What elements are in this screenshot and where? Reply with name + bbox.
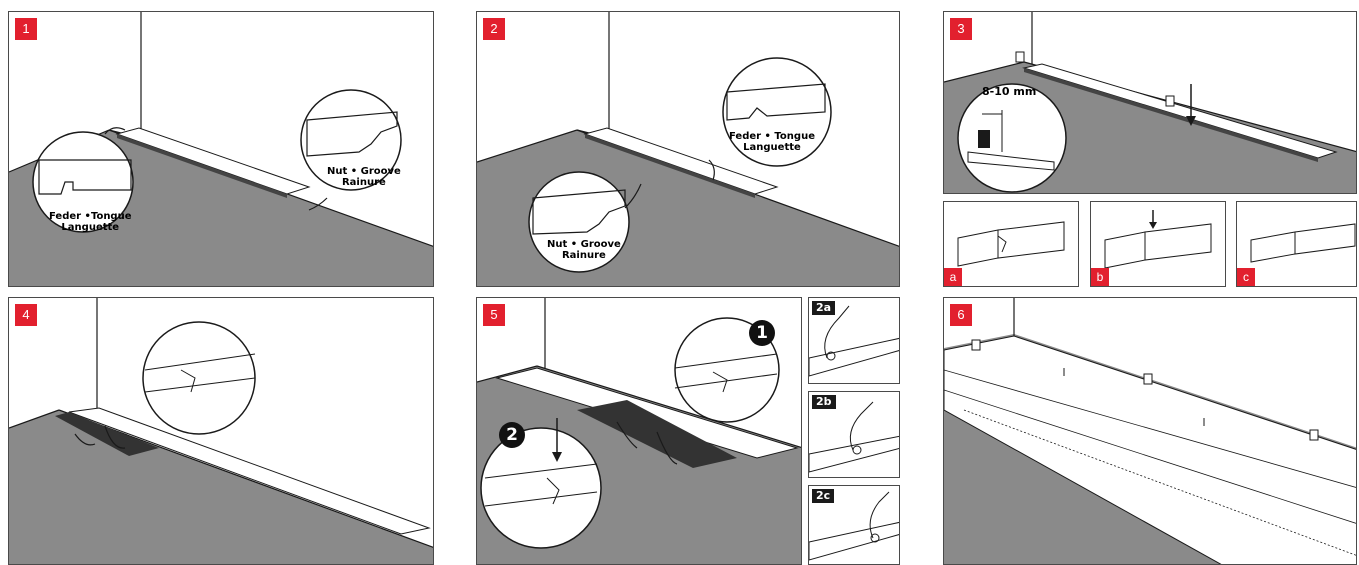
step-3-gap-label: 8-10 mm <box>982 85 1037 98</box>
step-1-groove-label: Nut • Groove Rainure <box>327 166 401 188</box>
step-3c-panel: c <box>1236 201 1357 287</box>
step-3b-panel: b <box>1090 201 1226 287</box>
step-3c-badge: c <box>1237 268 1255 286</box>
step-3-badge: 3 <box>950 18 972 40</box>
step-5-2b-panel: 2b <box>808 391 900 478</box>
step-6-illustration <box>944 298 1356 564</box>
step-3-panel: 3 8-10 mm <box>943 11 1357 194</box>
step-3a-badge: a <box>944 268 962 286</box>
step-5-2b-illustration <box>809 401 899 473</box>
step-6-badge: 6 <box>950 304 972 326</box>
step-4-badge: 4 <box>15 304 37 326</box>
step-2-groove-label: Nut • Groove Rainure <box>547 239 621 261</box>
step-1-illustration <box>9 12 433 286</box>
step-5-2b-tag: 2b <box>812 395 836 409</box>
step-3a-panel: a <box>943 201 1079 287</box>
step-5-2a-panel: 2a <box>808 297 900 384</box>
step-1-tongue-label: Feder •Tongue Languette <box>49 211 132 233</box>
step-1-badge: 1 <box>15 18 37 40</box>
step-6-panel: 6 <box>943 297 1357 565</box>
step-4-illustration <box>9 298 433 564</box>
step-3c-illustration <box>1250 223 1356 263</box>
step-5-illustration <box>477 298 801 564</box>
step-5-2a-tag: 2a <box>812 301 836 315</box>
step-5-2a-illustration <box>809 305 899 377</box>
step-2-illustration <box>477 12 899 286</box>
step-2-tongue-label: Feder • Tongue Languette <box>729 131 815 153</box>
step-1-panel: 1 Nut • Groove Rainure Feder •Tongue Lan… <box>8 11 434 287</box>
step-5-2c-illustration <box>809 491 899 561</box>
step-4-panel: 4 <box>8 297 434 565</box>
step-5-badge: 5 <box>483 304 505 326</box>
step-3-illustration <box>944 12 1356 193</box>
step-3b-badge: b <box>1091 268 1109 286</box>
step-5-panel: 5 1 2 <box>476 297 802 565</box>
step-5-callout-2: 2 <box>499 422 525 448</box>
step-3b-illustration <box>1104 210 1212 269</box>
step-3a-illustration <box>957 221 1065 267</box>
step-5-callout-1: 1 <box>749 320 775 346</box>
step-2-badge: 2 <box>483 18 505 40</box>
step-2-panel: 2 Feder • Tongue Languette Nut • Groove … <box>476 11 900 287</box>
step-5-2c-tag: 2c <box>812 489 835 503</box>
step-5-2c-panel: 2c <box>808 485 900 565</box>
